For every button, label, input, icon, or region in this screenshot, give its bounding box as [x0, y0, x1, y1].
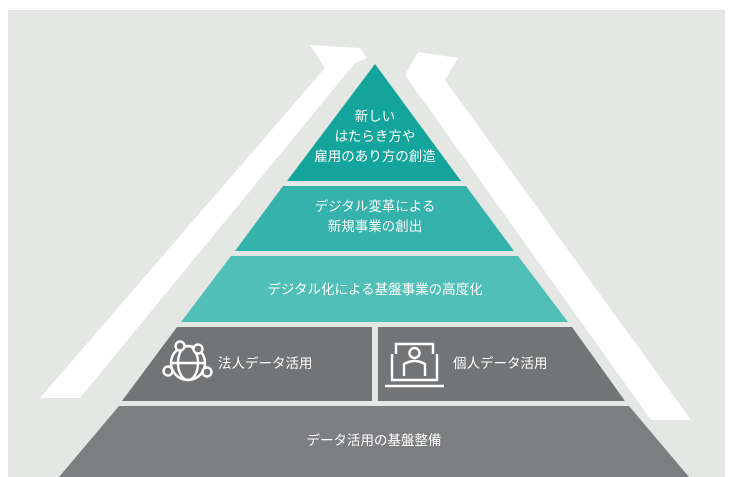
apex-label-line-1: 新しい [354, 109, 396, 125]
middle-label: デジタル化による基盤事業の高度化 [215, 280, 535, 300]
right-arrow [405, 52, 691, 420]
apex-label-line-2: はたらき方や [334, 129, 416, 145]
data-right-label-text: 個人データ活用 [453, 356, 548, 372]
person-profile-icon [385, 342, 444, 388]
tier-apex [287, 64, 461, 181]
data-left-label-text: 法人データ活用 [218, 356, 313, 372]
tier-base [59, 406, 689, 477]
upper-label-line-2: 新規事業の創出 [327, 219, 423, 235]
tier-upper [235, 186, 514, 251]
base-label: データ活用の基盤整備 [274, 431, 474, 451]
data-left-label: 法人データ活用 [218, 354, 343, 374]
corporate-network-icon [162, 340, 213, 382]
data-right-label: 個人データ活用 [453, 354, 578, 374]
middle-label-text: デジタル化による基盤事業の高度化 [267, 282, 483, 298]
left-arrow [40, 45, 367, 398]
upper-label-line-1: デジタル変革による [314, 199, 436, 215]
apex-label-line-3: 雇用のあり方の創造 [314, 149, 436, 165]
tier-middle [181, 256, 568, 322]
tier-data-right [378, 327, 625, 401]
base-label-text: データ活用の基盤整備 [306, 433, 442, 449]
upper-label: デジタル変革による 新規事業の創出 [280, 197, 470, 237]
apex-label: 新しい はたらき方や 雇用のあり方の創造 [305, 107, 445, 167]
